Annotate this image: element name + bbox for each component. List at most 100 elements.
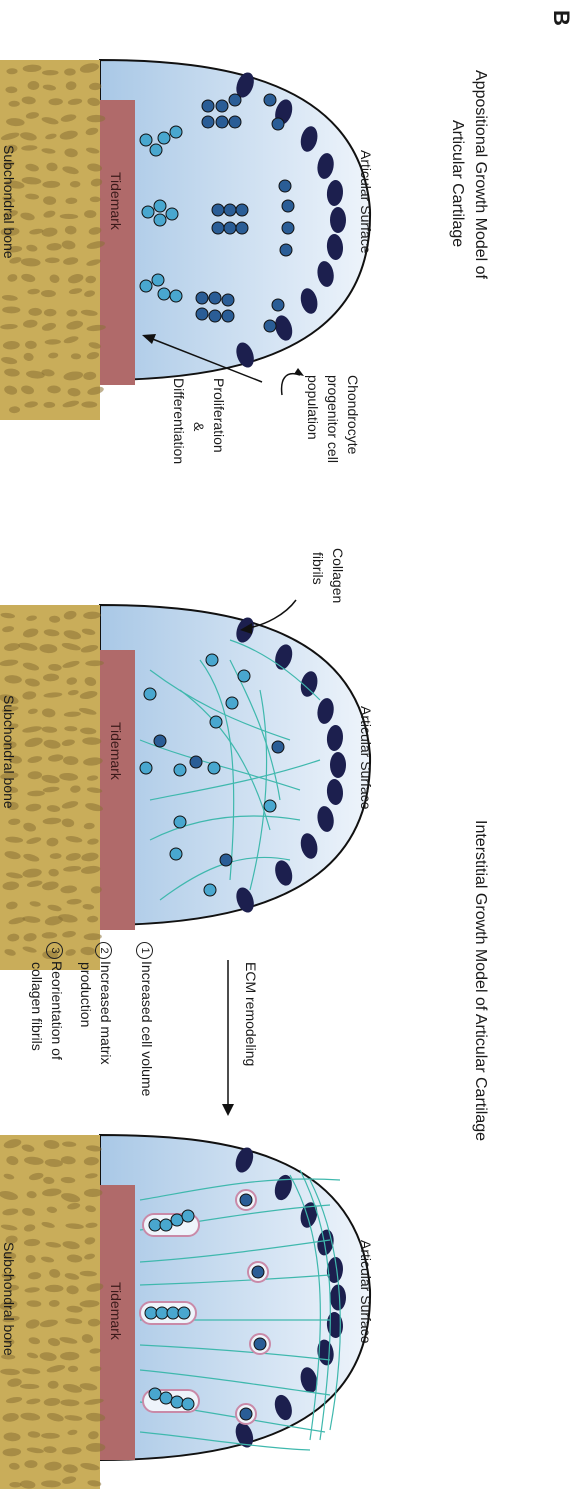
- final-bone-label: Subchondral bone: [2, 1242, 16, 1356]
- ecm-arrowhead: [222, 1104, 234, 1116]
- cell: [182, 1210, 194, 1222]
- bone-pore: [42, 70, 59, 75]
- cell: [171, 1214, 183, 1226]
- cell: [226, 697, 238, 709]
- surface-chondrocyte: [330, 207, 346, 233]
- cell: [229, 94, 241, 106]
- interstitial-surface-label: Articular Surface: [359, 706, 373, 809]
- cell: [282, 222, 294, 234]
- cell: [240, 1408, 252, 1420]
- cell: [160, 1219, 172, 1231]
- tidemark-band: [100, 100, 135, 385]
- prolif-label-line1: Proliferation: [212, 378, 226, 453]
- step-3: 3Reorientation of: [46, 942, 64, 1060]
- cell: [280, 244, 292, 256]
- cell: [160, 1392, 172, 1404]
- cell: [196, 292, 208, 304]
- cell-column: [140, 1302, 196, 1324]
- collagen-label-line1: Collagen: [331, 548, 345, 603]
- cell: [182, 1398, 194, 1410]
- surface-chondrocyte: [330, 752, 346, 778]
- collagen-label-line2: fibrils: [311, 552, 325, 585]
- final-surface-label: Articular Surface: [359, 1240, 373, 1343]
- progenitor-label-line2: progenitor cell: [326, 375, 340, 463]
- step-3-line2: collagen fibrils: [30, 962, 44, 1051]
- haloed-cell: [250, 1334, 270, 1354]
- cell: [264, 800, 276, 812]
- cell: [210, 716, 222, 728]
- step-number-1: 1: [136, 942, 153, 959]
- step-number-2: 2: [95, 942, 112, 959]
- cell: [140, 280, 152, 292]
- appositional-title-line1: Appositional Growth Model of: [472, 70, 488, 279]
- prolif-label-line3: Differentiation: [172, 378, 186, 464]
- cell: [282, 200, 294, 212]
- cell: [216, 100, 228, 112]
- progenitor-arrowhead: [294, 368, 304, 376]
- cartilage-body: [100, 60, 370, 380]
- interstitial-tidemark-label: Tidemark: [109, 722, 123, 780]
- cell: [166, 208, 178, 220]
- surface-chondrocyte: [330, 1285, 346, 1311]
- cell: [224, 222, 236, 234]
- cell: [279, 180, 291, 192]
- cell: [272, 299, 284, 311]
- cell-column: [143, 1210, 199, 1236]
- cell: [158, 288, 170, 300]
- step-1: 1Increased cell volume: [136, 942, 154, 1096]
- cell: [154, 735, 166, 747]
- cell: [236, 204, 248, 216]
- bone-pore: [68, 1366, 78, 1372]
- cell: [171, 1396, 183, 1408]
- cell-column: [143, 1388, 199, 1412]
- cell: [212, 222, 224, 234]
- cell: [204, 884, 216, 896]
- cell: [202, 116, 214, 128]
- cell: [142, 206, 154, 218]
- appositional-tidemark-label: Tidemark: [109, 172, 123, 230]
- cell: [222, 310, 234, 322]
- cell: [150, 144, 162, 156]
- appositional-bone-label: Subchondral bone: [2, 145, 16, 259]
- appositional-title-line2: Articular Cartilage: [449, 120, 465, 247]
- step-2: 2Increased matrix: [95, 942, 113, 1064]
- appositional-surface-label: Articular Surface: [359, 150, 373, 253]
- cell: [254, 1338, 266, 1350]
- cell: [170, 290, 182, 302]
- cell: [236, 222, 248, 234]
- step-2-line1: Increased matrix: [98, 961, 114, 1064]
- cell: [156, 1307, 168, 1319]
- cell: [229, 116, 241, 128]
- cell: [264, 320, 276, 332]
- step-number-3: 3: [46, 942, 63, 959]
- tidemark-band: [100, 650, 135, 930]
- cell: [190, 756, 202, 768]
- cell: [154, 214, 166, 226]
- cell: [202, 100, 214, 112]
- cell: [222, 294, 234, 306]
- cell: [209, 310, 221, 322]
- cell: [149, 1388, 161, 1400]
- cell: [152, 274, 164, 286]
- haloed-cell: [248, 1262, 268, 1282]
- cell: [272, 118, 284, 130]
- interstitial-bone-label: Subchondral bone: [2, 695, 16, 809]
- cell: [178, 1307, 190, 1319]
- cell: [196, 308, 208, 320]
- bone-pore: [84, 210, 96, 218]
- step-3-line1: Reorientation of: [49, 961, 65, 1060]
- cell: [140, 134, 152, 146]
- haloed-cell: [236, 1404, 256, 1424]
- progenitor-arrow: [282, 374, 300, 395]
- cell: [174, 816, 186, 828]
- cell: [170, 848, 182, 860]
- ecm-label: ECM remodeling: [244, 962, 258, 1066]
- cell: [240, 1194, 252, 1206]
- panel-letter: B: [550, 10, 572, 26]
- cell: [206, 654, 218, 666]
- cell: [264, 94, 276, 106]
- cell: [140, 762, 152, 774]
- final-tidemark-label: Tidemark: [109, 1282, 123, 1340]
